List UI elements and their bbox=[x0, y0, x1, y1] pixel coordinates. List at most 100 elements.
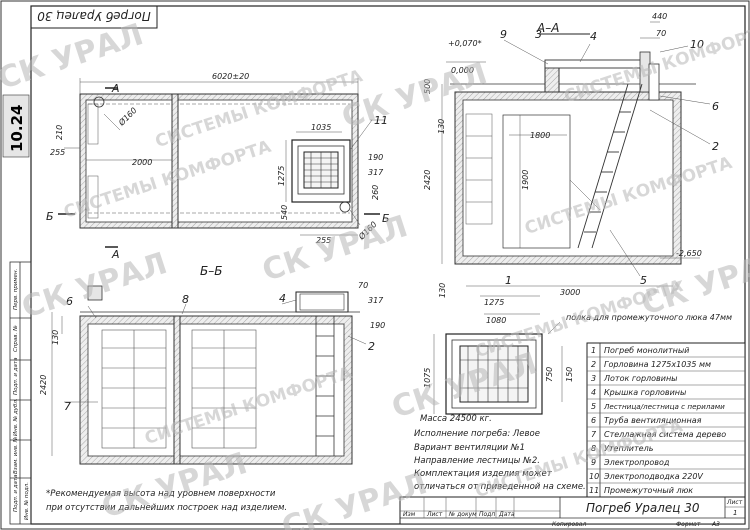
stamp-primen: Перв. примен. bbox=[13, 268, 19, 310]
section-mark-a-bottom: А bbox=[111, 248, 120, 261]
tb-sheet-label: Лист bbox=[726, 499, 743, 506]
dim-aa-3000: 3000 bbox=[560, 288, 580, 297]
callout-aa-4: 4 bbox=[590, 30, 597, 43]
callout-bb-7: 7 bbox=[64, 400, 71, 413]
dim-neck-1275: 1275 bbox=[484, 298, 504, 307]
tb-col-data: Дата bbox=[498, 511, 515, 518]
part-num-9: 9 bbox=[591, 458, 596, 467]
side-stamp: Перв. примен. Справ. № Подп. и дата Инв.… bbox=[9, 261, 32, 525]
dim-plan-317: 317 bbox=[368, 168, 384, 177]
part-num-7: 7 bbox=[591, 430, 597, 439]
tb-col-podp: Подп bbox=[479, 511, 495, 518]
note-version: Исполнение погреба: Левое bbox=[414, 429, 540, 439]
dim-bb-70: 70 bbox=[358, 281, 368, 290]
tb-col-dok: № докум bbox=[448, 511, 477, 518]
dim-aa-2420: 2420 bbox=[423, 170, 432, 190]
dim-plan-210: 210 bbox=[55, 125, 64, 140]
callout-aa-9: 9 bbox=[500, 28, 507, 41]
hatch-shelf-note: полка для промежуточного люка 47мм bbox=[566, 313, 732, 322]
tb-copied: Копировал bbox=[552, 521, 586, 528]
stamp-vzam: Взам. инв. № bbox=[13, 436, 19, 474]
part-num-10: 10 bbox=[589, 472, 599, 481]
part-name-2: Горловина 1275х1035 мм bbox=[604, 360, 711, 369]
callout-aa-1: 1 bbox=[505, 274, 512, 287]
callout-bb-4: 4 bbox=[279, 292, 286, 305]
note-ladder: Направление лестницы №2. bbox=[414, 456, 540, 466]
tb-sheet-num: 1 bbox=[733, 509, 737, 517]
part-name-6: Труба вентиляционная bbox=[604, 416, 702, 425]
dim-aa-500: 500 bbox=[423, 79, 432, 94]
callout-aa-6: 6 bbox=[712, 100, 719, 113]
part-name-7: Стеллажная система дерево bbox=[604, 430, 726, 439]
dim-aa-1800: 1800 bbox=[530, 131, 550, 140]
part-name-5: Лестница/лестница с перилами bbox=[603, 402, 725, 411]
callout-aa-5: 5 bbox=[640, 274, 647, 287]
dim-aa-1900: 1900 bbox=[521, 170, 530, 190]
dim-bb-317: 317 bbox=[368, 296, 384, 305]
note-kit-1: Комплектация изделия может bbox=[414, 469, 553, 479]
dim-plan-190: 190 bbox=[368, 153, 383, 162]
dim-neck-1075: 1075 bbox=[423, 368, 432, 388]
note-mass: Масса 24500 кг. bbox=[420, 414, 492, 424]
dim-aa-plus-070: +0,070* bbox=[448, 39, 482, 48]
dim-bb-190: 190 bbox=[370, 321, 385, 330]
dim-bb-2420: 2420 bbox=[39, 375, 48, 395]
dim-aa-minus-2650: -2,650 bbox=[676, 249, 702, 258]
top-stamp-title: Погреб Уралец 30 bbox=[37, 9, 151, 23]
dim-neck-750: 750 bbox=[545, 367, 554, 382]
dim-neck-1080: 1080 bbox=[486, 316, 506, 325]
dim-plan-1035: 1035 bbox=[311, 123, 331, 132]
dim-aa-70: 70 bbox=[656, 29, 666, 38]
note-ventilation: Вариант вентиляции №1 bbox=[414, 443, 525, 453]
dim-aa-000: 0,000 bbox=[451, 66, 474, 75]
watermark-1: СК УРАЛ bbox=[0, 17, 148, 97]
sheet-code: 10.24 bbox=[8, 105, 26, 152]
dim-neck-150: 150 bbox=[565, 367, 574, 382]
neck-detail: полка для промежуточного люка 47мм 1275 … bbox=[423, 295, 732, 415]
footnote-line-1: *Рекомендуемая высота над уровнем поверх… bbox=[46, 489, 276, 499]
callout-bb-8: 8 bbox=[182, 293, 189, 306]
dim-aa-440: 440 bbox=[652, 12, 667, 21]
callout-bb-2: 2 bbox=[368, 340, 375, 353]
stamp-inv-dubl: Инв. № дубл. bbox=[13, 398, 19, 436]
part-name-11: Промежуточный люк bbox=[604, 486, 693, 495]
title-block: Изм Лист № докум Подп Дата Погреб Уралец… bbox=[399, 496, 746, 528]
dim-plan-255-left: 255 bbox=[50, 148, 65, 157]
dim-plan-255-right: 255 bbox=[316, 236, 331, 245]
dim-plan-1275: 1275 bbox=[277, 166, 286, 186]
section-mark-a-top: А bbox=[111, 82, 120, 95]
footnote-line-2: при отсутствии дальнейших построек над и… bbox=[46, 503, 287, 513]
section-mark-b-right: Б bbox=[382, 212, 390, 225]
tb-format-label: Формат bbox=[676, 521, 701, 528]
callout-bb-6: 6 bbox=[66, 295, 73, 308]
tb-col-list: Лист bbox=[426, 511, 443, 518]
watermark-8: СК УРАЛ bbox=[18, 246, 172, 326]
section-aa-title: А–А bbox=[536, 21, 559, 35]
part-num-3: 3 bbox=[591, 374, 596, 383]
notes-block: Масса 24500 кг. Исполнение погреба: Лево… bbox=[414, 414, 586, 492]
dim-bb-130: 130 bbox=[51, 330, 60, 345]
section-mark-b-left: Б bbox=[46, 210, 54, 223]
part-num-1: 1 bbox=[591, 346, 596, 355]
stamp-inv-podl: Инв. № подл. bbox=[24, 482, 30, 520]
part-num-8: 8 bbox=[591, 444, 596, 453]
callout-aa-10: 10 bbox=[690, 38, 704, 51]
top-stamp: Погреб Уралец 30 bbox=[30, 5, 158, 29]
callout-11: 11 bbox=[374, 114, 388, 127]
section-bb-title: Б–Б bbox=[200, 264, 222, 278]
part-name-8: Утеплитель bbox=[604, 444, 654, 453]
dim-aa-130-bottom: 130 bbox=[438, 283, 447, 298]
part-num-4: 4 bbox=[591, 388, 596, 397]
part-name-1: Погреб монолитный bbox=[604, 346, 689, 355]
tb-title: Погреб Уралец 30 bbox=[586, 501, 700, 515]
part-num-2: 2 bbox=[591, 360, 596, 369]
plan-view: 6020±20 А А Б Б 210 255 Ø160 2000 1035 1… bbox=[46, 72, 390, 261]
tb-format-value: А3 bbox=[711, 521, 720, 528]
footnote: *Рекомендуемая высота над уровнем поверх… bbox=[46, 489, 287, 513]
parts-table: 1 Погреб монолитный 2 Горловина 1275х103… bbox=[586, 342, 746, 498]
dim-plan-540: 540 bbox=[280, 205, 289, 220]
stamp-podp-1: Подп. и дата bbox=[13, 357, 19, 395]
callout-aa-2: 2 bbox=[712, 140, 719, 153]
part-name-3: Лоток горловины bbox=[603, 374, 677, 383]
